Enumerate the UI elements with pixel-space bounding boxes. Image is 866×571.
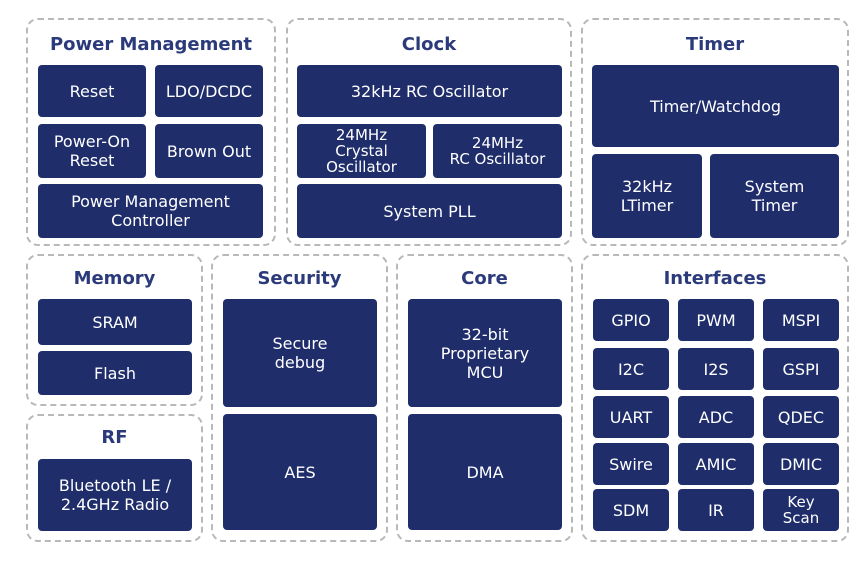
system-timer-block: System Timer — [710, 154, 839, 238]
rf-title: RF — [101, 427, 128, 448]
interface-mspi: MSPI — [763, 299, 839, 341]
interface-gspi: GSPI — [763, 348, 839, 390]
aes-block: AES — [223, 414, 377, 530]
crystal-oscillator-24mhz-block: 24MHz Crystal Oscillator — [297, 124, 426, 178]
core-group: Core 32-bit Proprietary MCU DMA — [396, 254, 573, 542]
rc-oscillator-24mhz-block: 24MHz RC Oscillator — [433, 124, 562, 178]
reset-block: Reset — [38, 65, 146, 117]
interface-adc: ADC — [678, 396, 754, 438]
interfaces-title: Interfaces — [663, 268, 767, 289]
sram-block: SRAM — [38, 299, 192, 345]
timer-watchdog-block: Timer/Watchdog — [592, 65, 839, 147]
interface-qdec: QDEC — [763, 396, 839, 438]
timer-title: Timer — [685, 34, 745, 55]
secure-debug-block: Secure debug — [223, 299, 377, 407]
core-title: Core — [461, 268, 508, 289]
rc-oscillator-32khz-block: 32kHz RC Oscillator — [297, 65, 562, 117]
dma-block: DMA — [408, 414, 562, 530]
power-management-title: Power Management — [49, 34, 253, 55]
system-pll-block: System PLL — [297, 184, 562, 238]
power-on-reset-block: Power-On Reset — [38, 124, 146, 178]
interface-i2s: I2S — [678, 348, 754, 390]
clock-group: Clock 32kHz RC Oscillator 24MHz Crystal … — [286, 18, 572, 246]
interface-key-scan: Key Scan — [763, 489, 839, 531]
ltimer-32khz-block: 32kHz LTimer — [592, 154, 702, 238]
brown-out-block: Brown Out — [155, 124, 263, 178]
bluetooth-radio-block: Bluetooth LE / 2.4GHz Radio — [38, 459, 192, 531]
interface-amic: AMIC — [678, 443, 754, 485]
clock-title: Clock — [401, 34, 457, 55]
interface-uart: UART — [593, 396, 669, 438]
ldo-dcdc-block: LDO/DCDC — [155, 65, 263, 117]
interface-sdm: SDM — [593, 489, 669, 531]
interface-gpio: GPIO — [593, 299, 669, 341]
power-management-controller-block: Power Management Controller — [38, 184, 263, 238]
interface-ir: IR — [678, 489, 754, 531]
rf-group: RF Bluetooth LE / 2.4GHz Radio — [26, 414, 203, 542]
interface-i2c: I2C — [593, 348, 669, 390]
timer-group: Timer Timer/Watchdog 32kHz LTimer System… — [581, 18, 849, 246]
memory-group: Memory SRAM Flash — [26, 254, 203, 406]
power-management-group: Power Management Reset LDO/DCDC Power-On… — [26, 18, 276, 246]
interface-dmic: DMIC — [763, 443, 839, 485]
interfaces-group: Interfaces GPIO PWM MSPI I2C I2S GSPI UA… — [581, 254, 849, 542]
security-group: Security Secure debug AES — [211, 254, 388, 542]
flash-block: Flash — [38, 351, 192, 395]
mcu-block: 32-bit Proprietary MCU — [408, 299, 562, 407]
interface-pwm: PWM — [678, 299, 754, 341]
interface-swire: Swire — [593, 443, 669, 485]
memory-title: Memory — [73, 268, 156, 289]
security-title: Security — [257, 268, 342, 289]
